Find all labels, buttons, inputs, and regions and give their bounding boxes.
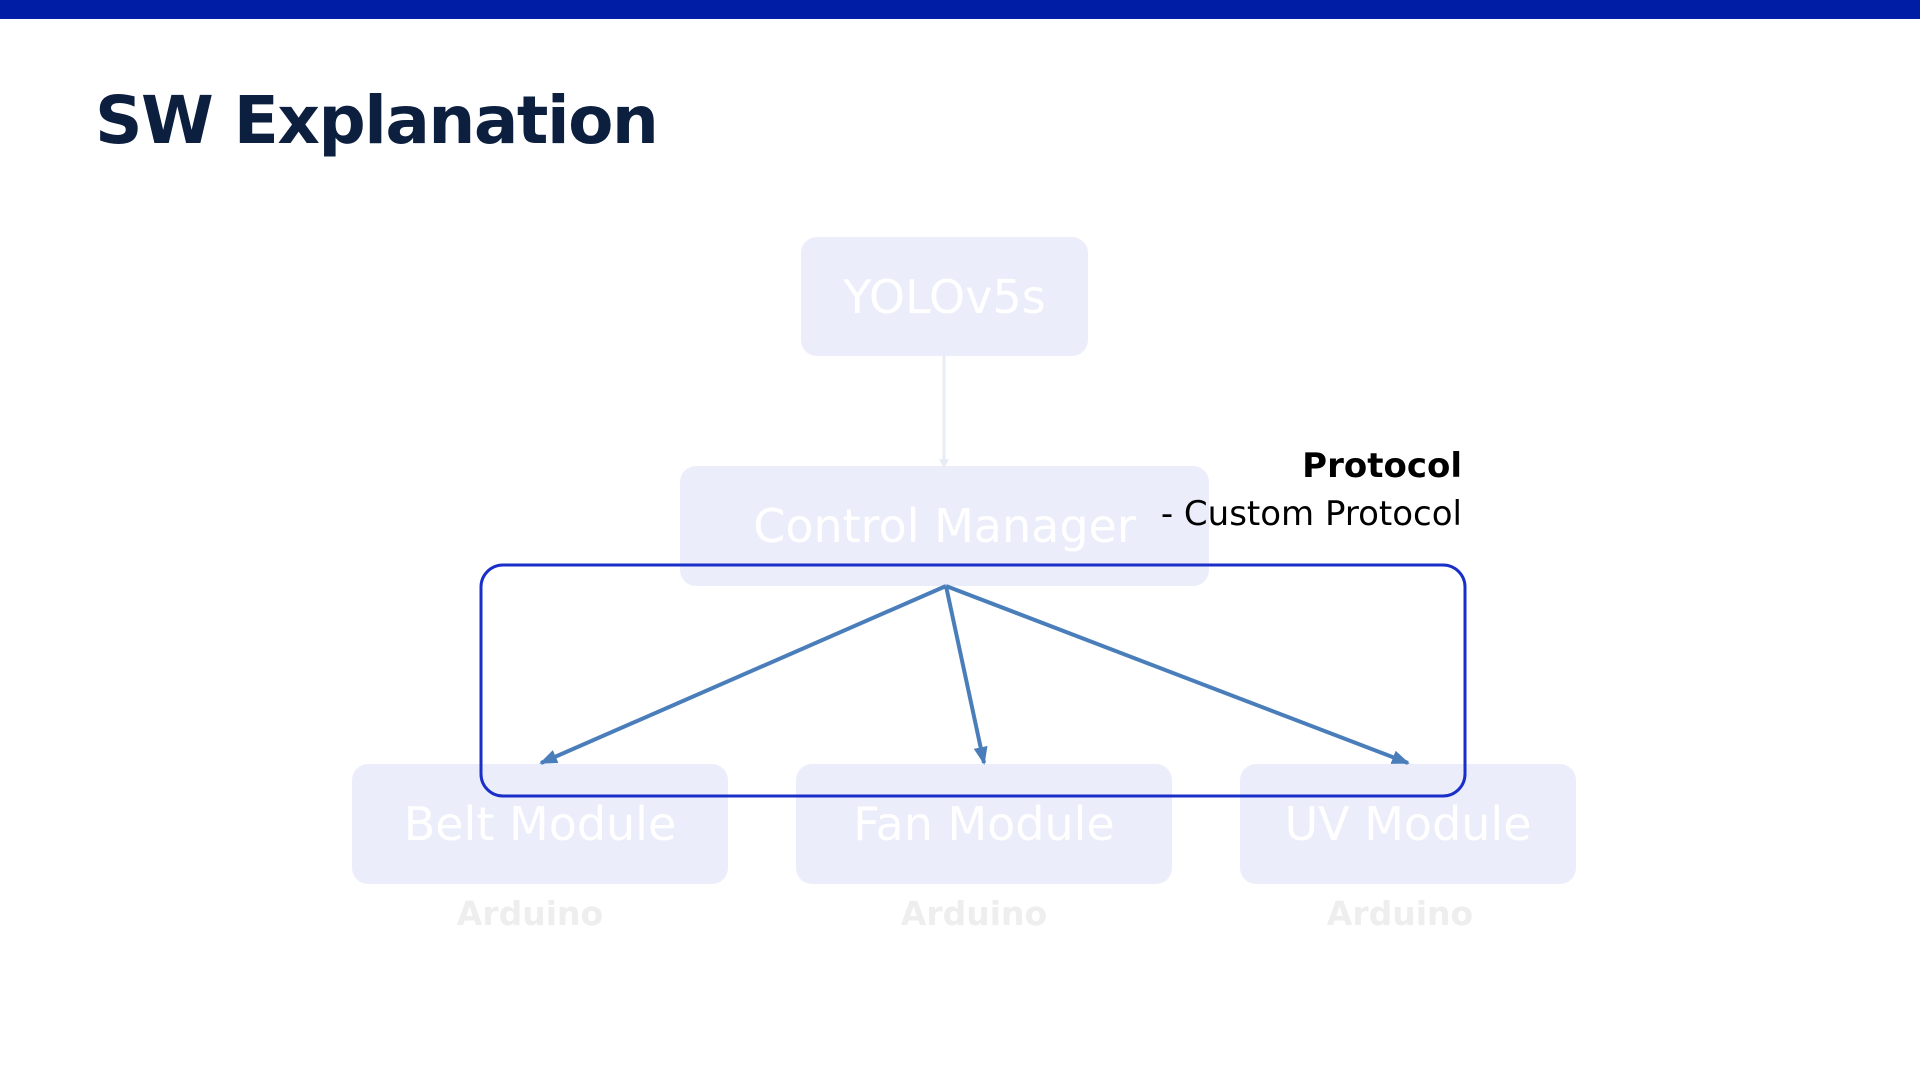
belt-module-node: Belt Module xyxy=(352,764,728,884)
fan-module-node-label: Fan Module xyxy=(853,797,1115,851)
yolo-node: YOLOv5s xyxy=(801,237,1088,356)
fan-module-node: Fan Module xyxy=(796,764,1172,884)
top-accent-bar xyxy=(0,0,1920,19)
control-manager-node: Control Manager xyxy=(680,466,1209,586)
protocol-item: - Custom Protocol xyxy=(1160,494,1462,534)
control-to-fan-arrow xyxy=(944,585,988,765)
uv-module-node-label: UV Module xyxy=(1284,797,1532,851)
belt-arduino-label: Arduino xyxy=(456,894,604,933)
uv-arduino-label: Arduino xyxy=(1326,894,1474,933)
control-manager-node-label: Control Manager xyxy=(753,499,1136,553)
fan-arduino-label: Arduino xyxy=(900,894,1048,933)
protocol-title: Protocol xyxy=(1302,446,1462,486)
uv-module-node: UV Module xyxy=(1240,764,1576,884)
yolo-node-label: YOLOv5s xyxy=(843,269,1046,324)
belt-module-node-label: Belt Module xyxy=(403,797,677,851)
control-to-belt-arrow xyxy=(539,584,947,765)
protocol-highlight-box xyxy=(479,563,1467,798)
page-title: SW Explanation xyxy=(95,82,659,159)
control-to-uv-arrow xyxy=(945,584,1410,765)
